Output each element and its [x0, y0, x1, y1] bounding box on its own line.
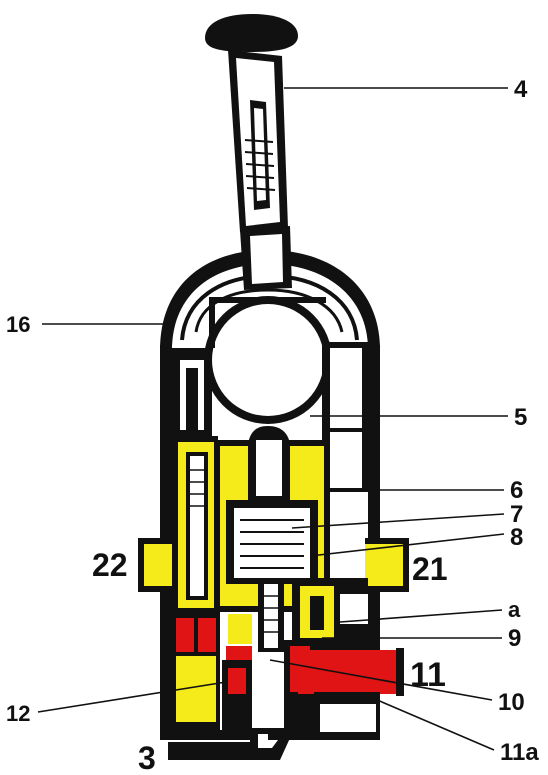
label-5: 5 [514, 404, 527, 431]
lower-left-seals [168, 612, 252, 730]
port-11-red [298, 650, 402, 694]
right-valve-area [292, 578, 368, 654]
label-8: 8 [510, 524, 523, 551]
leader-11a [367, 695, 495, 751]
label-16: 16 [6, 312, 30, 337]
yellow-valve-body-left [172, 436, 218, 612]
leader-a [339, 609, 503, 623]
label-11: 11 [410, 656, 446, 694]
label-11a: 11a [500, 739, 539, 766]
label-4: 4 [514, 76, 528, 103]
label-21: 21 [412, 551, 448, 587]
handle-knob [205, 14, 298, 52]
lever-shaft [228, 50, 288, 232]
label-7: 7 [510, 501, 523, 528]
leader-12 [37, 681, 227, 713]
label-6: 6 [510, 477, 523, 504]
outlet-3 [168, 728, 290, 760]
label-10: 10 [498, 689, 525, 716]
label-12: 12 [6, 701, 30, 726]
label-a: a [508, 597, 521, 622]
cam-ball [204, 296, 332, 424]
leader-7 [291, 513, 505, 529]
left-plunger [172, 348, 212, 436]
label-22: 22 [92, 547, 128, 583]
leader-8 [309, 533, 505, 557]
leader-10 [269, 659, 493, 701]
label-9: 9 [508, 625, 521, 652]
label-3: 3 [138, 740, 156, 775]
